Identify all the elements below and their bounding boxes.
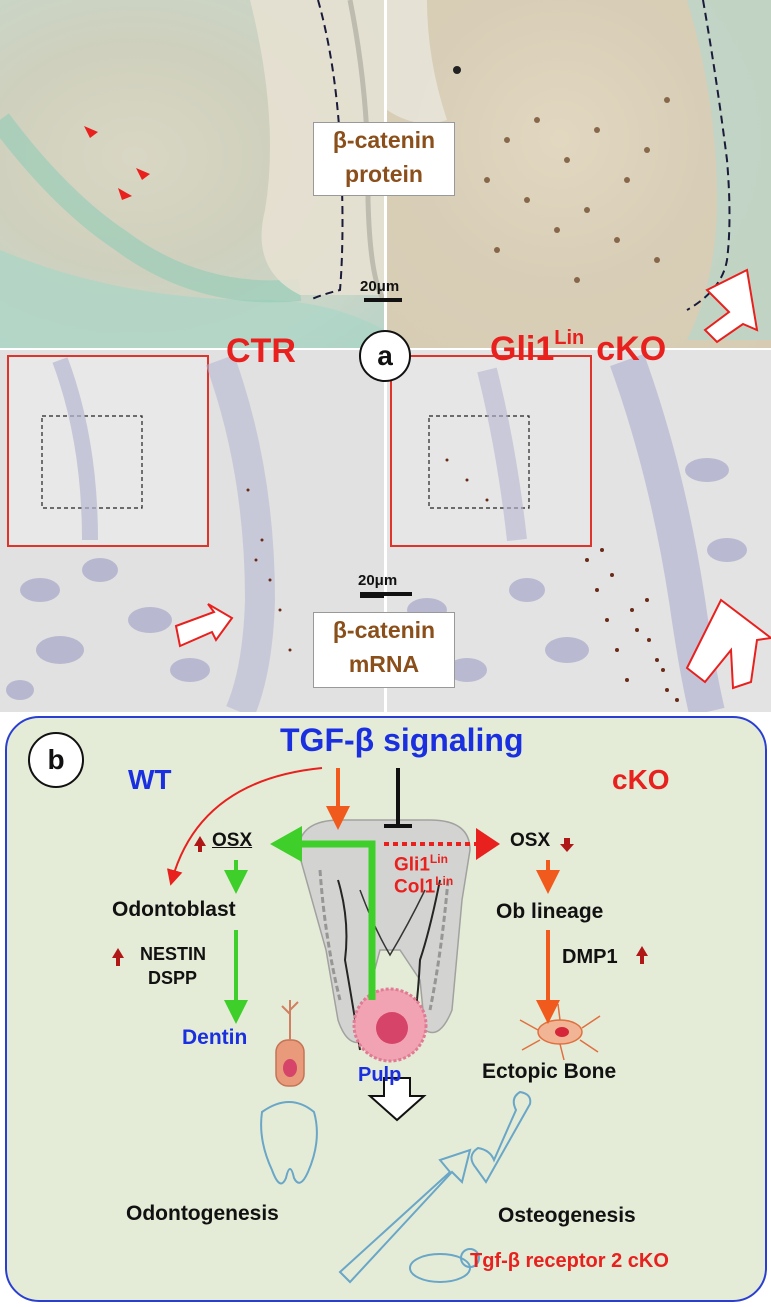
tooth-illustration <box>297 819 471 1051</box>
scale-bar-bottom <box>360 592 412 596</box>
scale-bar-top <box>364 298 402 302</box>
mrna-label-line1: β-catenin <box>332 617 436 643</box>
pulp-cell-icon <box>352 987 428 1063</box>
ctr-mrna-texture <box>6 354 384 712</box>
dmp1-up-arrow-icon <box>636 946 648 964</box>
gli1-sup: Lin <box>429 852 448 866</box>
schematic-panel <box>5 716 767 1302</box>
wt-label: WT <box>128 764 172 795</box>
cko-group-label: cKO <box>612 764 670 795</box>
cko-label-sup: Lin <box>554 326 585 349</box>
osx-up-arrow-icon <box>194 836 206 852</box>
receptor-cko-label: Tgf-β receptor 2 cKO <box>470 1250 669 1272</box>
nestin-up-arrow-icon <box>112 948 124 966</box>
mouse-outline-icon <box>338 1148 480 1284</box>
col1-text: Col1 <box>394 876 436 898</box>
osx-left-label: OSX <box>212 830 253 851</box>
pulp-label: Pulp <box>358 1064 402 1086</box>
pulp-to-osx-arrowhead <box>270 826 302 862</box>
cko-label-tail: cKO <box>596 330 667 368</box>
col1-sup: Lin <box>435 874 454 888</box>
micrograph-cko-mrna <box>387 350 771 712</box>
micrograph-cko-protein <box>387 0 771 348</box>
odontoblast-cell-icon <box>275 1000 305 1087</box>
dspp-label: DSPP <box>148 968 198 988</box>
tooth-outline-icon <box>260 1101 318 1185</box>
panel-b-label: b <box>28 732 84 788</box>
scale-bar-top-label: 20μm <box>360 278 400 295</box>
protein-label-line1: β-catenin <box>332 127 436 153</box>
cko-mrna-texture <box>390 353 771 712</box>
cko-dashed-arrowhead <box>476 828 500 860</box>
osx-down-arrow-icon <box>560 838 574 852</box>
cko-label-main: Gli1 <box>490 330 555 368</box>
mrna-label: β-catenin mRNA <box>313 612 455 688</box>
osx-right-label: OSX <box>510 830 551 851</box>
scale-bar-bottom-label: 20μm <box>358 572 398 589</box>
panel-a-label: a <box>359 330 411 382</box>
odontoblast-label: Odontoblast <box>112 898 236 921</box>
protein-label-line2: protein <box>345 161 423 187</box>
osteocyte-cell-icon <box>519 1003 601 1061</box>
outcome-arrow-icon <box>367 1077 427 1122</box>
gli1-lin-label: Gli1Lin <box>394 852 448 876</box>
ob-lineage-label: Ob lineage <box>496 900 604 923</box>
mrna-label-line2: mRNA <box>348 651 420 677</box>
ectopic-bone-label: Ectopic Bone <box>482 1060 617 1083</box>
protein-label: β-catenin protein <box>313 122 455 196</box>
bone-outline-icon <box>470 1090 532 1184</box>
dmp1-label: DMP1 <box>562 946 618 968</box>
osteogenesis-label: Osteogenesis <box>498 1204 636 1227</box>
pulp-to-osx-arrow <box>278 840 376 1000</box>
cko-protein-texture <box>387 0 771 344</box>
odontogenesis-label: Odontogenesis <box>126 1202 279 1225</box>
dentin-label: Dentin <box>182 1026 248 1049</box>
tgf-signaling-title: TGF-β signaling <box>280 722 524 758</box>
ctr-label: CTR <box>226 332 296 370</box>
col1-lin-label: Col1Lin <box>394 874 453 898</box>
nestin-label: NESTIN <box>140 944 207 964</box>
gli1-text: Gli1 <box>394 854 430 876</box>
tgf-to-odontoblast-arrow <box>166 767 323 886</box>
